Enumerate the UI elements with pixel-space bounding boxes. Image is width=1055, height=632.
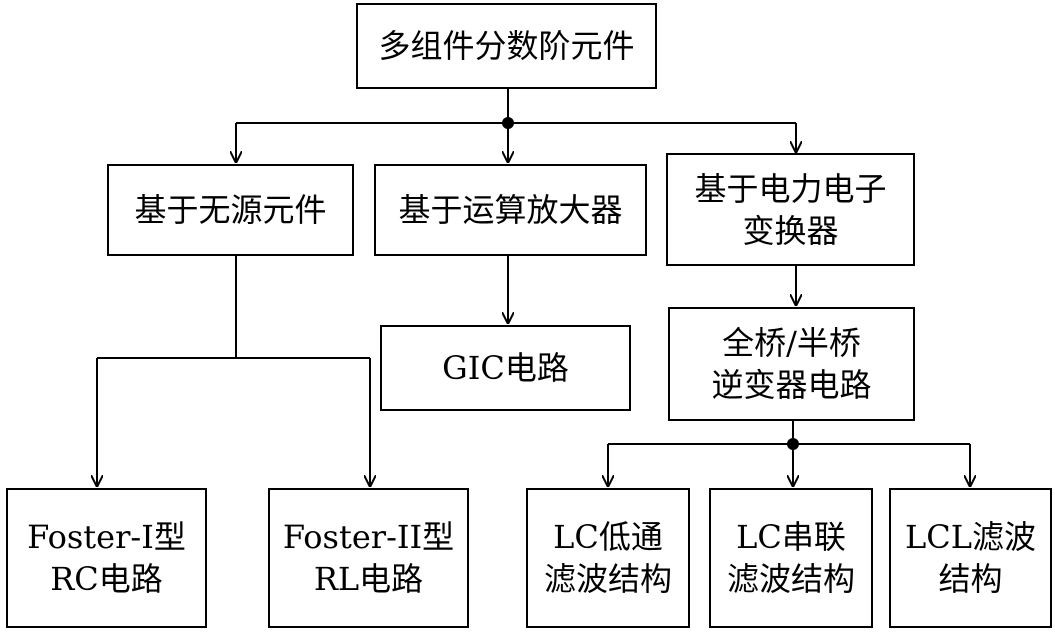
lc-lowpass-filter-node: LC低通滤波结构 [526,488,690,628]
node-label-line: 变换器 [742,211,839,250]
node-label-line: 基于运算放大器 [398,191,623,229]
opamp-node: 基于运算放大器 [374,164,647,256]
inverter-node: 全桥/半桥逆变器电路 [668,307,915,421]
foster-ii-rl-node: Foster-II型 RL电路 [268,488,469,628]
node-label-line: Foster-II型 [282,518,455,556]
node-label-line: GIC电路 [442,349,569,387]
node-label-line: 逆变器电路 [711,366,872,404]
node-label-line: RL电路 [313,560,424,598]
node-label-line: 滤波结构 [543,560,672,598]
node-label-line: LCL滤波 [905,518,1036,556]
node-label-line: Foster-I型 [27,518,186,556]
lcl-filter-node: LCL滤波结构 [889,488,1052,628]
passive-components-node: 基于无源元件 [107,164,354,256]
root-node: 多组件分数阶元件 [356,3,657,89]
lc-series-filter-node: LC串联滤波结构 [709,488,873,628]
node-label-line: 结构 [938,560,1003,598]
junction-dot-root [502,117,514,129]
junction-dot-inverter [787,438,799,450]
node-label-line: 多组件分数阶元件 [378,27,635,65]
node-label-line: 全桥/半桥 [722,324,861,362]
node-label-line: LC串联 [736,518,846,556]
node-label-line: RC电路 [50,560,163,598]
node-label-line: 基于电力电子 [694,169,887,208]
node-label-line: LC低通 [553,518,663,556]
node-label-line: 滤波结构 [726,560,855,598]
foster-i-rc-node: Foster-I型 RC电路 [6,488,207,628]
gic-circuit-node: GIC电路 [380,325,631,411]
node-label-line: 基于无源元件 [134,191,327,229]
power-electronics-node: 基于电力电子变换器 [666,153,915,266]
